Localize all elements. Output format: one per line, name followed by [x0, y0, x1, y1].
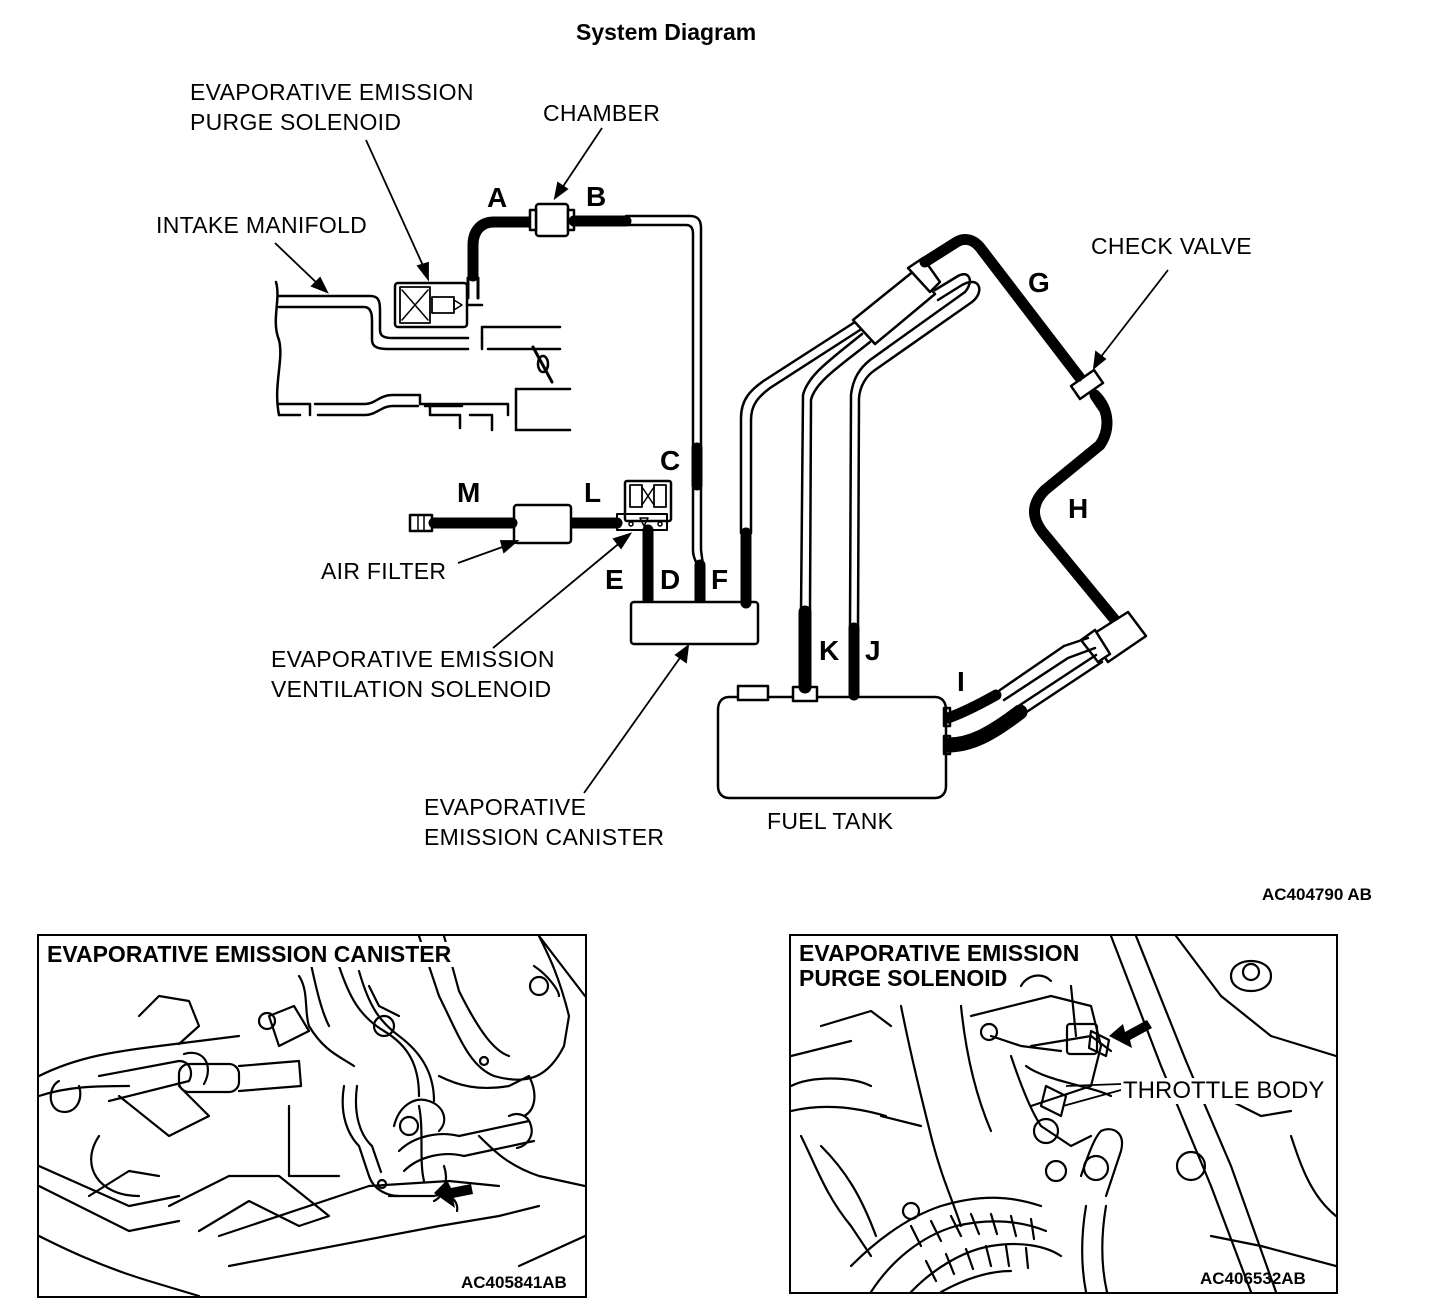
purge-solenoid-location-illustration: [791, 936, 1336, 1292]
leader-lines: [274, 127, 1169, 794]
filler-connector-upper: [851, 256, 942, 346]
canister-panel-title: EVAPORATIVE EMISSION CANISTER: [44, 942, 455, 967]
chamber-label: CHAMBER: [543, 100, 661, 126]
hose-letter-j: J: [865, 635, 881, 666]
canister-icon: [629, 600, 760, 646]
purge-solenoid-label-line1: EVAPORATIVE EMISSION: [190, 79, 474, 105]
hose-letter-i: I: [957, 666, 965, 697]
hose-letter-f: F: [711, 564, 729, 595]
figure-code: AC404790 AB: [1262, 885, 1372, 904]
intake-manifold-label: INTAKE MANIFOLD: [156, 212, 368, 238]
air-filter-icon: [512, 503, 573, 545]
hose-i: [942, 689, 1002, 724]
fuel-tank-label: FUEL TANK: [767, 808, 894, 834]
purge-panel-title-line1: EVAPORATIVE EMISSION: [796, 941, 1083, 966]
system-schematic: [274, 127, 1169, 800]
hose-letter-d: D: [660, 564, 681, 595]
hose-letter-m: M: [457, 477, 481, 508]
hose-a: [467, 216, 541, 282]
hose-letter-h: H: [1068, 493, 1089, 524]
canister-location-illustration: [39, 936, 585, 1296]
purge-solenoid-location-arrow: [1109, 1020, 1152, 1048]
ventilation-solenoid-icon: [616, 479, 673, 531]
canister-label-line2: EMISSION CANISTER: [424, 824, 665, 850]
chamber-icon: [528, 202, 576, 238]
air-filter-label: AIR FILTER: [321, 558, 447, 584]
purge-panel-code: AC406532AB: [1200, 1269, 1306, 1288]
purge-solenoid-icon: [393, 276, 484, 329]
throttle-valve: [531, 345, 554, 384]
throttle-body-leaders: [1062, 1083, 1122, 1107]
page-title: System Diagram: [576, 19, 757, 45]
canister-location-panel: EVAPORATIVE EMISSION CANISTER AC405841AB: [37, 934, 587, 1298]
intake-manifold: [274, 280, 572, 432]
canister-panel-code: AC405841AB: [461, 1273, 567, 1292]
hose-letter-c: C: [660, 445, 681, 476]
throttle-body-label: THROTTLE BODY: [1121, 1077, 1327, 1104]
hose-g: [919, 234, 1086, 384]
ventilation-solenoid-label-line1: EVAPORATIVE EMISSION: [271, 646, 555, 672]
hose-h: [1029, 389, 1121, 626]
hose-letter-g: G: [1028, 267, 1050, 298]
hose-letter-a: A: [487, 182, 508, 213]
hose-letter-e: E: [605, 564, 624, 595]
fuel-tank-icon: [716, 684, 952, 800]
purge-panel-title-line2: PURGE SOLENOID: [796, 966, 1011, 991]
canister-label-line1: EVAPORATIVE: [424, 794, 587, 820]
hose-letter-k: K: [819, 635, 840, 666]
hose-fill: [940, 704, 1028, 753]
canister-location-arrow: [434, 1180, 473, 1208]
purge-solenoid-label-line2: PURGE SOLENOID: [190, 109, 402, 135]
hose-letter-b: B: [586, 181, 607, 212]
ventilation-solenoid-label-line2: VENTILATION SOLENOID: [271, 676, 552, 702]
hose-letter-l: L: [584, 477, 602, 508]
purge-solenoid-location-panel: EVAPORATIVE EMISSION PURGE SOLENOID THRO…: [789, 934, 1338, 1294]
check-valve-label: CHECK VALVE: [1091, 233, 1252, 259]
